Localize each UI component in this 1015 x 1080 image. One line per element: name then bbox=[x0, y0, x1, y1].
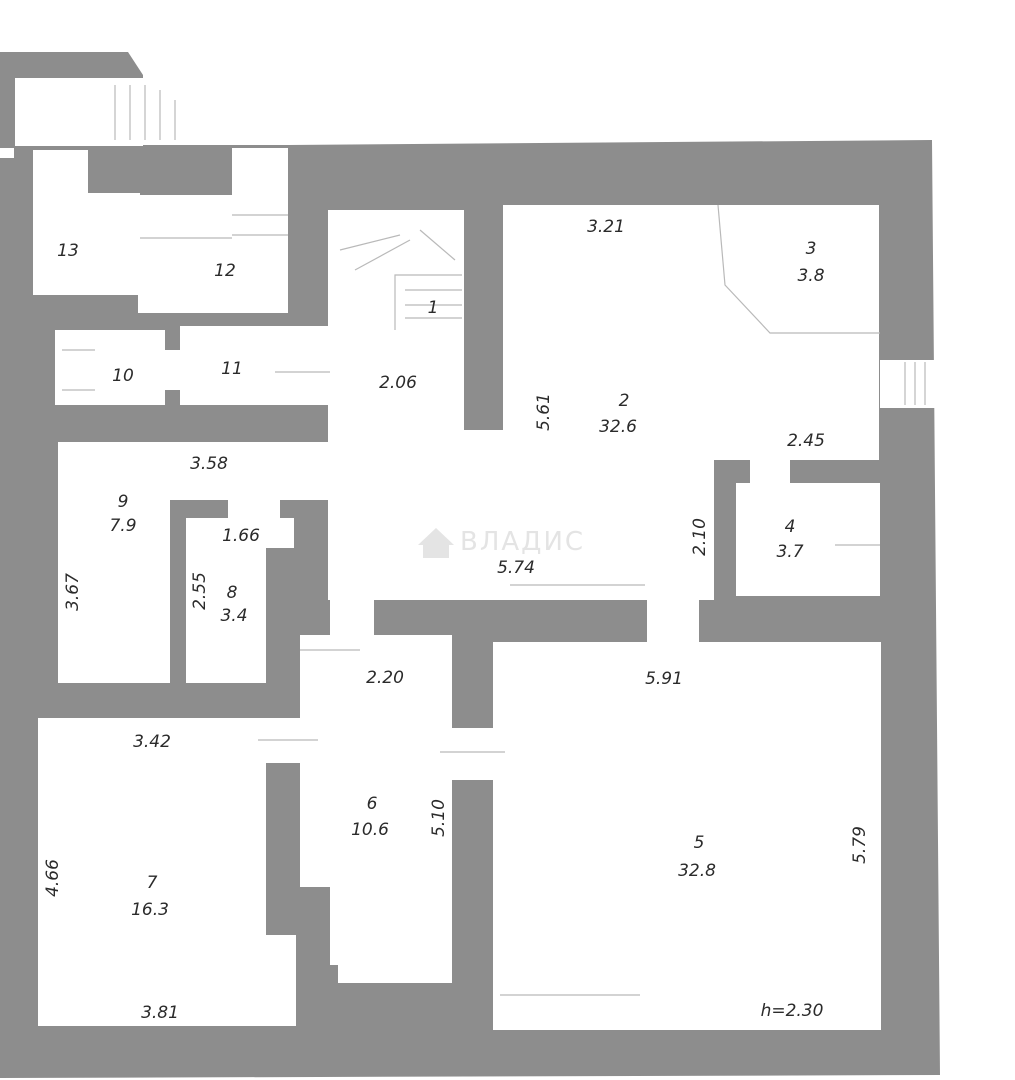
room-9-left bbox=[58, 500, 170, 683]
room-10-number: 10 bbox=[112, 366, 134, 386]
stair-diag-3 bbox=[419, 229, 456, 261]
dim-2-20: 2.20 bbox=[366, 668, 404, 688]
dim-3-42: 3.42 bbox=[133, 732, 171, 752]
opening-corridor-5 bbox=[647, 598, 699, 643]
room-7-number: 7 bbox=[147, 873, 158, 893]
opening-9-11 bbox=[165, 350, 183, 390]
dim-5-91: 5.91 bbox=[645, 669, 683, 689]
room-8-area: 3.4 bbox=[220, 606, 247, 626]
room-13-number: 13 bbox=[57, 241, 79, 261]
opening-left-wall bbox=[0, 148, 14, 158]
room-12-number: 12 bbox=[214, 261, 236, 281]
room-4-number: 4 bbox=[785, 517, 796, 537]
bay-corner bbox=[717, 204, 880, 334]
opening-11-corridor bbox=[290, 345, 330, 385]
corridor-right bbox=[714, 430, 879, 460]
dim-2-06: 2.06 bbox=[379, 373, 417, 393]
dim-5-10: 5.10 bbox=[429, 799, 449, 837]
room-6-floor bbox=[300, 635, 452, 887]
corridor-floor bbox=[328, 430, 714, 600]
opening-corridor-6 bbox=[330, 598, 374, 636]
dim-2-45: 2.45 bbox=[787, 431, 825, 451]
stair-diag-2 bbox=[354, 239, 411, 271]
entry-stair-area bbox=[15, 78, 143, 146]
room-9-area: 7.9 bbox=[109, 516, 136, 536]
room-6-low bbox=[330, 887, 452, 965]
room-1-number: 1 bbox=[428, 298, 439, 318]
room-5-area: 32.8 bbox=[678, 861, 716, 881]
room-5-number: 5 bbox=[694, 833, 705, 853]
dim-3-67: 3.67 bbox=[63, 573, 83, 611]
stair-diag-1 bbox=[339, 234, 401, 251]
room-8-number: 8 bbox=[227, 583, 238, 603]
room-6-bottom bbox=[338, 965, 452, 983]
room-8-top bbox=[186, 518, 294, 548]
room-7-low bbox=[266, 935, 296, 1026]
room-2-number: 2 bbox=[619, 391, 630, 411]
room-11-number: 11 bbox=[221, 359, 243, 379]
opening-8-top bbox=[228, 500, 280, 520]
room-13-floor bbox=[33, 150, 88, 295]
ceiling-height: h=2.30 bbox=[761, 1001, 824, 1021]
room-4-floor bbox=[736, 483, 880, 596]
opening-right-window bbox=[880, 360, 936, 408]
room-1-floor bbox=[328, 210, 464, 435]
room-6-number: 6 bbox=[367, 794, 378, 814]
dimension-labels: 3.21 2.06 5.61 2.45 3.58 1.66 3.67 2.55 … bbox=[43, 217, 870, 1023]
room-7-floor bbox=[38, 718, 266, 1026]
opening-corridor-4 bbox=[750, 460, 790, 484]
room-13-ext bbox=[88, 193, 140, 295]
house-icon bbox=[418, 528, 454, 558]
watermark-text: ВЛАДИС bbox=[460, 527, 585, 557]
drafting-lines bbox=[62, 85, 926, 996]
room-12-floor bbox=[138, 195, 288, 313]
room-2-area: 32.6 bbox=[599, 417, 637, 437]
dim-5-79: 5.79 bbox=[850, 826, 870, 864]
room-3-number: 3 bbox=[806, 239, 817, 259]
room-5-floor bbox=[493, 642, 881, 1030]
dim-2-55: 2.55 bbox=[190, 572, 210, 610]
room-7-area: 16.3 bbox=[131, 900, 169, 920]
dim-3-21: 3.21 bbox=[587, 217, 625, 237]
dim-3-58: 3.58 bbox=[190, 454, 228, 474]
room-6-area: 10.6 bbox=[351, 820, 389, 840]
room-12-upper bbox=[232, 148, 288, 198]
opening-6-5 bbox=[452, 728, 494, 780]
watermark: ВЛАДИС bbox=[418, 527, 585, 558]
room-labels: 1 2 32.6 3 3.8 4 3.7 5 32.8 6 10.6 7 16.… bbox=[57, 239, 825, 920]
dim-4-66: 4.66 bbox=[43, 859, 63, 897]
room-9-number: 9 bbox=[118, 492, 129, 512]
room-9-floor bbox=[58, 442, 328, 500]
dim-1-66: 1.66 bbox=[222, 526, 260, 546]
stair-outline bbox=[394, 274, 462, 330]
dim-3-81: 3.81 bbox=[141, 1003, 179, 1023]
dim-2-10: 2.10 bbox=[690, 518, 710, 556]
dim-5-74: 5.74 bbox=[497, 558, 535, 578]
room-4-area: 3.7 bbox=[776, 542, 803, 562]
dim-5-61: 5.61 bbox=[534, 393, 554, 431]
room-3-area: 3.8 bbox=[797, 266, 824, 286]
room-10-floor bbox=[55, 330, 165, 405]
